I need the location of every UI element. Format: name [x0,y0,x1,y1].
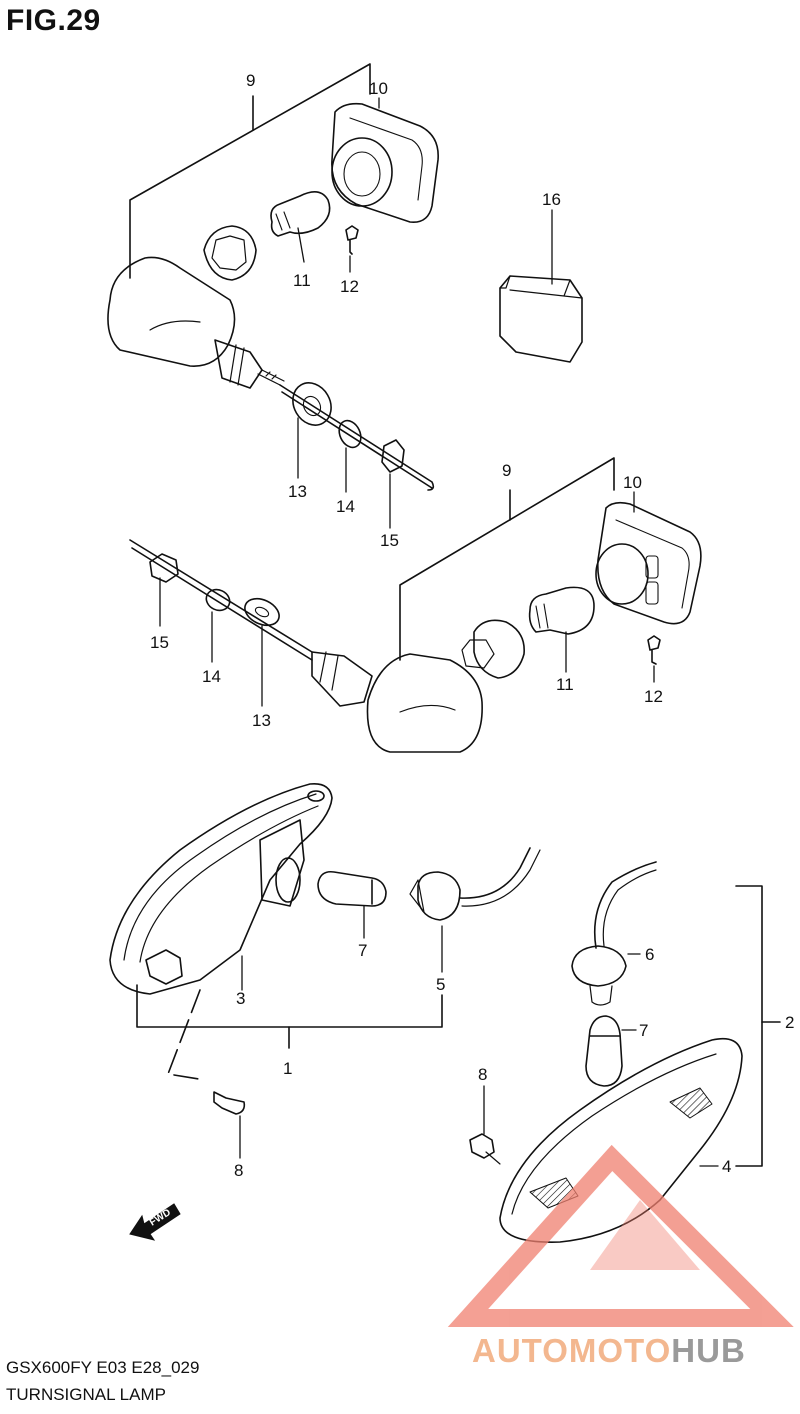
bulb-7-right [585,1015,623,1087]
socket-5 [417,871,461,921]
watermark-part1: AUTOMOTO [472,1332,672,1369]
lens-cup-upper [331,137,393,207]
callout-14-lower: 14 [202,667,221,686]
wire-6 [593,861,657,949]
housing-4 [499,1037,743,1243]
bracket-9-upper [129,63,371,279]
housing-upper [107,256,236,367]
bracket-1 [136,984,443,1028]
leader-lines [159,97,719,1167]
callout-12-lower: 12 [644,687,663,706]
bulb-11-upper [270,191,331,237]
watermark-text: AUTOMOTOHUB [472,1332,746,1370]
screw-12-lower [647,635,661,665]
callout-labels: 9 10 11 12 16 13 14 15 9 10 11 12 15 14 … [150,71,794,1180]
callout-7-right: 7 [639,1021,648,1040]
lens-10-upper [331,102,439,223]
model-code: GSX600FY E03 E28_029 [6,1358,200,1377]
section-title: TURNSIGNAL LAMP [6,1385,166,1404]
nut-15-lower [149,553,179,583]
part-16-cover [499,275,583,363]
callout-11-upper: 11 [293,271,311,290]
turn-signal-assembly-1 [109,782,541,1115]
callout-13-lower: 13 [252,711,271,730]
bracket-2 [735,885,763,1167]
watermark-logo [447,1144,794,1327]
screw-8-dashed-leader [167,989,206,1081]
nut-15-upper [381,439,405,473]
callout-9-lower: 9 [502,461,511,480]
lens-cup-lower [595,543,649,605]
callout-6: 6 [645,945,654,964]
callout-11-lower: 11 [556,675,574,694]
callout-15-lower: 15 [150,633,169,652]
callout-15-upper: 15 [380,531,399,550]
callout-13-upper: 13 [288,482,307,501]
callout-16: 16 [542,190,561,209]
watermark-part2: HUB [671,1332,746,1369]
wire-lower [129,539,313,653]
screw-12-upper [345,225,359,255]
wire-upper [279,384,435,491]
lamp-mount-3 [259,819,305,907]
callout-10-lower: 10 [623,473,642,492]
turn-signal-assembly-lower [129,457,702,753]
bulb-11-lower [528,586,595,635]
screw-8-left [213,1091,246,1115]
bulb-socket-lower [473,619,525,679]
callout-4: 4 [722,1157,731,1176]
fwd-arrow-icon: FWD [129,1203,181,1241]
turn-signal-assembly-upper [107,63,439,491]
callout-7-left: 7 [358,941,367,960]
housing-3 [109,782,333,995]
screw-8-right [469,1133,495,1159]
lens-10-lower [597,501,702,625]
callout-12-upper: 12 [340,277,359,296]
wire-5 [459,847,531,899]
callout-1: 1 [283,1059,292,1078]
callout-5: 5 [436,975,445,994]
bulb-socket-upper [203,225,257,281]
bulb-7-left [317,870,387,907]
callout-2: 2 [785,1013,794,1032]
washer-14-lower [205,588,231,612]
housing-lower [366,653,483,753]
callout-9-upper: 9 [246,71,255,90]
socket-6 [571,945,627,987]
callout-3: 3 [236,989,245,1008]
washer-13-upper [292,382,332,426]
washer-14-upper [338,419,362,449]
stem-lower [311,651,373,707]
callout-8-left: 8 [234,1161,243,1180]
turn-signal-assembly-2 [469,861,781,1243]
washer-13-lower [244,597,280,627]
callout-14-upper: 14 [336,497,355,516]
figure-title: FIG.29 [6,4,101,37]
callout-8-right: 8 [478,1065,487,1084]
callout-10-upper: 10 [369,79,388,98]
bracket-9-lower [399,457,615,661]
connector-3 [145,949,183,985]
